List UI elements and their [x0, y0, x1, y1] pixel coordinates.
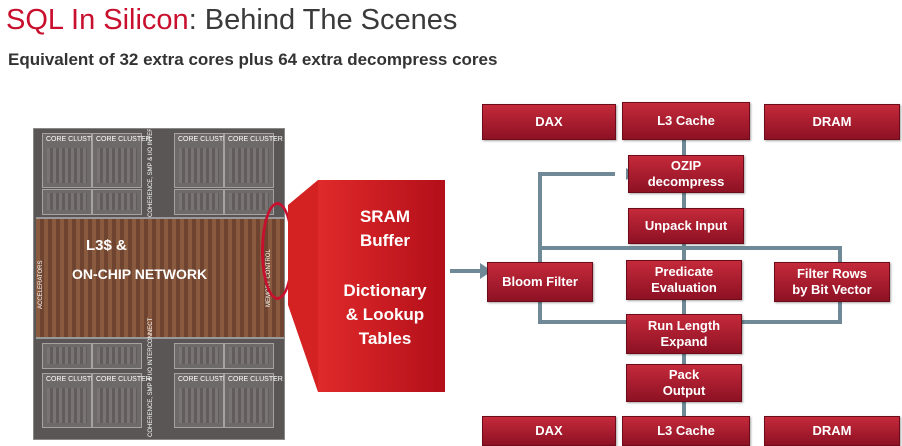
core-cluster-label: CORE CLUSTER — [46, 136, 101, 143]
pack-output-box: Pack Output — [626, 364, 742, 402]
predicate-line2: Evaluation — [651, 280, 717, 295]
core-cluster-label: CORE CLUSTER — [228, 136, 283, 143]
title-rest: : Behind The Scenes — [188, 4, 458, 36]
core-cluster-label: CORE CLUSTER — [178, 136, 233, 143]
core-cluster: CORE CLUSTER — [92, 373, 151, 428]
core-cluster-label: CORE CLUSTER — [96, 136, 151, 143]
network-label-line2: ON-CHIP NETWORK — [72, 266, 208, 282]
filter-rows-box: Filter Rows by Bit Vector — [774, 262, 890, 302]
pack-line2: Output — [662, 383, 706, 398]
pack-line1: Pack — [668, 367, 700, 382]
core-cluster: CORE CLUSTER — [224, 373, 283, 428]
top-dax-box: DAX — [482, 104, 616, 140]
unpack-input-box: Unpack Input — [628, 208, 744, 244]
core-cluster: CORE CLUSTER — [174, 133, 233, 188]
core-cluster — [42, 343, 92, 369]
ozip-line1: OZIP — [670, 158, 702, 173]
callout-line4: & Lookup — [345, 305, 425, 324]
core-cluster-label: CORE CLUSTER — [96, 376, 151, 383]
core-cluster-label: CORE CLUSTER — [228, 376, 283, 383]
title-highlight: SQL In Silicon — [6, 4, 189, 36]
bloom-filter-box: Bloom Filter — [487, 262, 593, 302]
core-cluster: CORE CLUSTER — [42, 133, 101, 188]
filter-line1: Filter Rows — [796, 266, 868, 281]
callout-line1: SRAM — [359, 207, 411, 226]
core-cluster: CORE CLUSTER — [42, 373, 101, 428]
core-cluster — [42, 189, 92, 215]
top-l3-cache-box: L3 Cache — [622, 102, 750, 140]
run-length-expand-box: Run Length Expand — [626, 314, 742, 354]
bottom-dax-box: DAX — [482, 416, 616, 446]
slide-subtitle: Equivalent of 32 extra cores plus 64 ext… — [8, 50, 498, 69]
core-cluster — [174, 189, 224, 215]
core-cluster — [224, 343, 274, 369]
ozip-decompress-box: OZIP decompress — [628, 155, 744, 193]
core-cluster: CORE CLUSTER — [92, 133, 151, 188]
callout-box — [318, 180, 445, 392]
predicate-evaluation-box: Predicate Evaluation — [626, 260, 742, 300]
slide-title: SQL In Silicon: Behind The Scenes — [6, 4, 457, 37]
callout-line2: Buffer — [359, 231, 411, 250]
ozip-line2: decompress — [647, 174, 725, 189]
filter-line2: by Bit Vector — [792, 282, 872, 297]
predicate-line1: Predicate — [654, 264, 714, 279]
chip-die-image: CORE CLUSTER CORE CLUSTER CORE CLUSTER C… — [33, 128, 285, 440]
on-chip-network-band — [36, 217, 284, 339]
bottom-l3-cache-box: L3 Cache — [622, 416, 750, 446]
core-cluster — [174, 343, 224, 369]
callout-line3: Dictionary — [343, 281, 427, 300]
core-cluster-label: CORE CLUSTER — [46, 376, 101, 383]
core-cluster-label: CORE CLUSTER — [178, 376, 233, 383]
callout-connector — [288, 180, 318, 392]
top-dram-box: DRAM — [764, 104, 900, 140]
callout-line5: Tables — [358, 329, 412, 348]
core-cluster: CORE CLUSTER — [174, 373, 233, 428]
core-cluster: CORE CLUSTER — [224, 133, 283, 188]
core-cluster — [92, 189, 142, 215]
rle-line2: Expand — [660, 334, 708, 349]
core-cluster — [92, 343, 142, 369]
rle-line1: Run Length — [647, 318, 721, 333]
network-label-line1: L3$ & — [86, 237, 127, 254]
bottom-dram-box: DRAM — [764, 416, 900, 446]
